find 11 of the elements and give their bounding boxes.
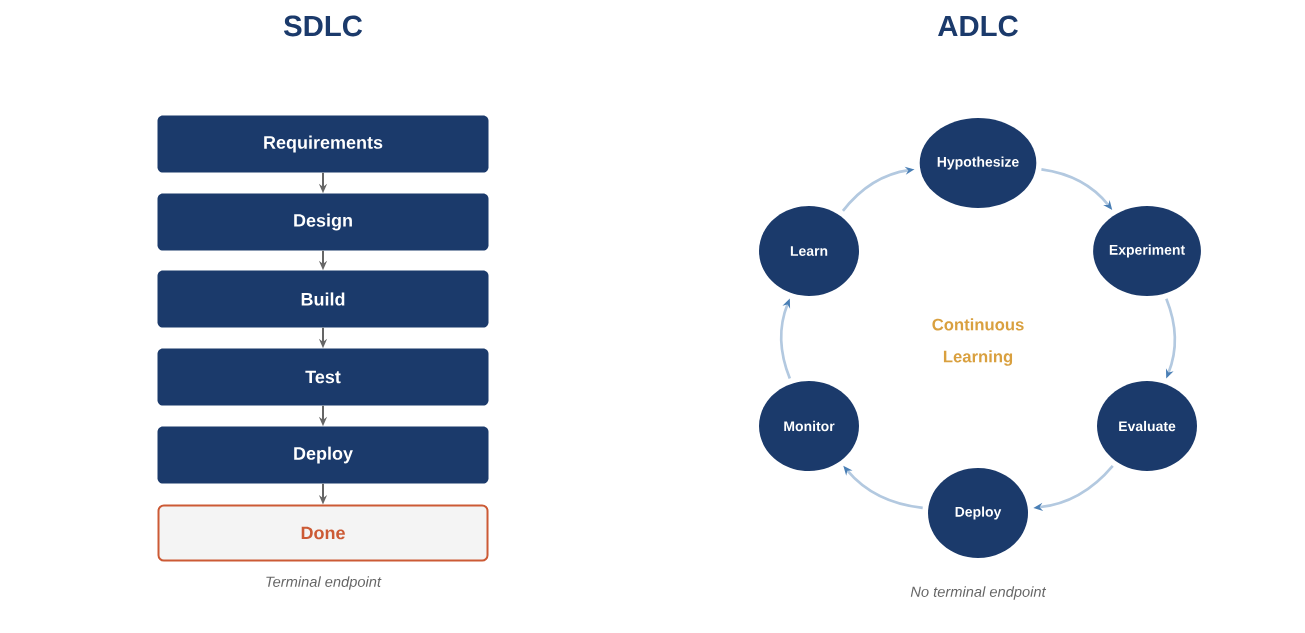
process-box: Design xyxy=(157,193,489,251)
caption: No terminal endpoint xyxy=(910,586,1047,600)
heading: ADLC xyxy=(938,15,1018,37)
node-label: Terminal endpoint xyxy=(266,576,382,590)
process-box: Requirements xyxy=(157,115,489,173)
process-box: Test xyxy=(157,348,489,406)
heading: SDLC xyxy=(283,15,363,37)
center-label: Continuous Learning xyxy=(932,318,1024,366)
process-box: Build xyxy=(157,270,489,328)
end-box: Done xyxy=(157,504,489,562)
process-box: Deploy xyxy=(157,426,489,484)
